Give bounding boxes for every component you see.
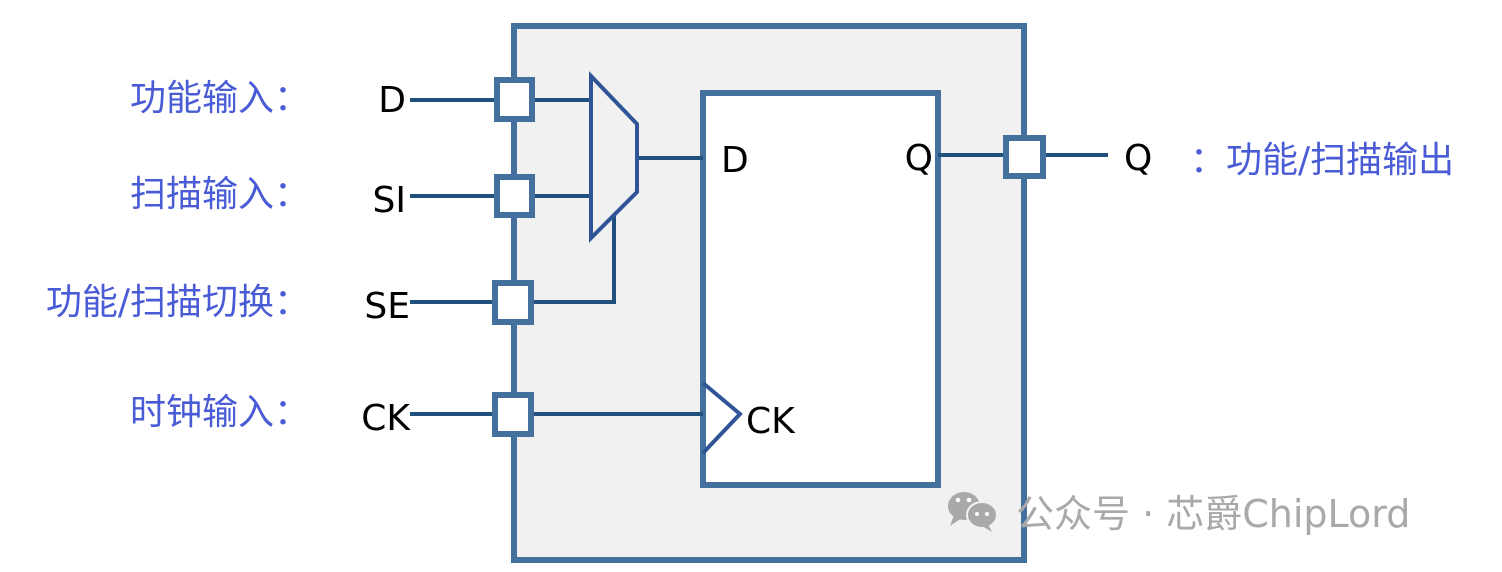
ff-pin-q: Q	[905, 138, 933, 179]
mux-symbol	[589, 71, 639, 243]
clock-triangle-icon	[701, 381, 743, 455]
signal-q-output: Q	[1124, 138, 1152, 179]
ff-pin-d: D	[721, 140, 749, 181]
flipflop-box	[700, 90, 941, 488]
pin-si	[494, 174, 535, 218]
label-clock-input: 时钟输入：	[130, 392, 310, 433]
signal-se: SE	[364, 286, 410, 327]
label-functional-input: 功能输入：	[130, 78, 310, 119]
wechat-icon	[948, 492, 998, 532]
label-scan-input: 扫描输入：	[130, 174, 310, 215]
pin-d	[494, 77, 535, 122]
pin-q	[1003, 135, 1046, 179]
signal-si: SI	[373, 180, 406, 221]
wire-se-to-mux-select	[532, 214, 616, 304]
ff-pin-ck: CK	[746, 401, 796, 442]
pin-se	[492, 280, 534, 325]
signal-d: D	[378, 80, 406, 121]
pin-ck	[492, 392, 534, 437]
label-scan-enable: 功能/扫描切换：	[46, 282, 310, 323]
label-output: ：功能/扫描输出	[1190, 140, 1454, 181]
watermark-text: 公众号 · 芯爵ChipLord	[1016, 492, 1410, 536]
signal-ck: CK	[361, 398, 411, 439]
